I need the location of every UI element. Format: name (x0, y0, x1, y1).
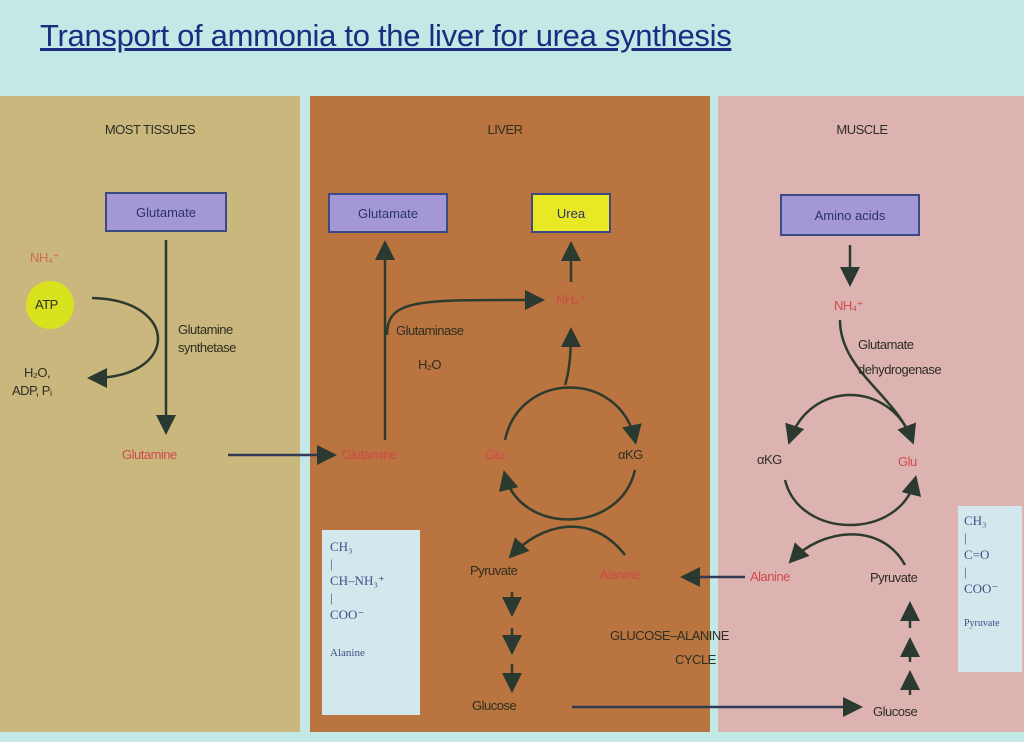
glu-muscle: Glu (898, 454, 917, 469)
cycle-label-2: CYCLE (675, 652, 716, 667)
atp-highlight (26, 281, 74, 329)
akg-muscle: αKG (757, 452, 782, 467)
akg-liver: αKG (618, 447, 643, 462)
alanine-structure: CH₃ | CH–NH₃⁺ | COO⁻ Alanine (322, 530, 420, 715)
header-most-tissues: MOST TISSUES (104, 122, 196, 137)
muscle-cycle-bottom (783, 475, 922, 527)
arrow-cycle-to-nh4 (560, 327, 581, 386)
struct-line: | (330, 590, 333, 605)
struct-name: Pyruvate (964, 618, 1000, 629)
struct-line: | (330, 556, 333, 571)
struct-line: C=O (964, 547, 990, 562)
alanine-liver: Alanine (600, 567, 640, 582)
nh4-liver: NH₄⁺ (556, 292, 585, 307)
amino-acids-box: Amino acids (780, 194, 920, 236)
alanine-muscle: Alanine (750, 569, 790, 584)
struct-line: CH–NH₃⁺ (330, 573, 385, 588)
glutamine-synthetase-2: synthetase (178, 340, 236, 355)
struct-line: COO⁻ (964, 581, 999, 596)
struct-line: CH₃ (330, 539, 353, 554)
struct-line: | (964, 530, 967, 545)
gdh-2: dehydrogenase (858, 362, 942, 377)
glucose-muscle: Glucose (873, 704, 918, 719)
muscle-pyruvate-to-alanine (788, 533, 907, 566)
struct-line: COO⁻ (330, 607, 365, 622)
glu-liver: Glu (485, 447, 504, 462)
h2o-tissues: H₂O, (24, 365, 51, 380)
gdh-1: Glutamate (858, 337, 914, 352)
struct-line: CH₃ (964, 513, 987, 528)
nh4-muscle: NH₄⁺ (834, 298, 863, 313)
pyruvate-structure: CH₃ | C=O | COO⁻ Pyruvate (958, 506, 1022, 672)
urea-box: Urea (531, 193, 611, 233)
adp-pi: ADP, Pᵢ (12, 383, 52, 398)
header-muscle: MUSCLE (836, 122, 888, 137)
slide-title: Transport of ammonia to the liver for ur… (40, 18, 732, 53)
glutamate-box-tissues: Glutamate (105, 192, 227, 232)
glutamine-tissues: Glutamine (122, 447, 177, 462)
liver-cycle-top (503, 386, 642, 445)
glutamine-synthetase-1: Glutamine (178, 322, 233, 337)
glutamate-box-liver: Glutamate (328, 193, 448, 233)
h2o-liver: H₂O (418, 357, 442, 372)
nh4-tissues: NH₄⁺ (30, 250, 59, 265)
struct-line: | (964, 564, 967, 579)
pyruvate-muscle: Pyruvate (870, 570, 918, 585)
glucose-liver: Glucose (472, 698, 517, 713)
muscle-cycle-top (785, 393, 914, 445)
struct-name: Alanine (330, 647, 365, 659)
atp-label: ATP (35, 297, 58, 312)
arrow-atp-to-adp (87, 296, 160, 388)
cycle-label-1: GLUCOSE–ALANINE (610, 628, 729, 643)
header-liver: LIVER (487, 122, 523, 137)
arrow-glutaminase-nh4 (385, 289, 545, 336)
pyruvate-liver: Pyruvate (470, 563, 518, 578)
liver-cycle-bottom (498, 469, 637, 521)
glutaminase: Glutaminase (396, 323, 464, 338)
liver-alanine-to-pyruvate (508, 525, 626, 559)
glutamine-liver: Glutamine (342, 447, 397, 462)
